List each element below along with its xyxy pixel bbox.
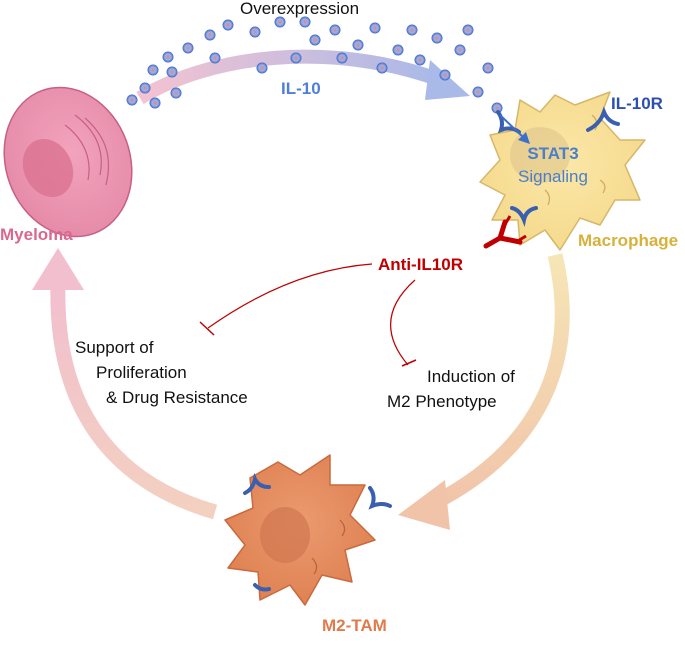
il10r-label: IL-10R bbox=[611, 94, 663, 113]
stat3-label: STAT3 bbox=[527, 144, 579, 163]
m2tam-receptor-icons bbox=[243, 472, 392, 592]
il10-label: IL-10 bbox=[281, 79, 321, 98]
right-arrow bbox=[398, 253, 570, 530]
macrophage-label: Macrophage bbox=[578, 231, 679, 250]
support-line-3: & Drug Resistance bbox=[106, 388, 248, 407]
top-arrow bbox=[136, 49, 470, 104]
anti-il10r-label: Anti-IL10R bbox=[378, 255, 463, 274]
m2tam-label: M2-TAM bbox=[322, 616, 387, 635]
stat3-arrow bbox=[499, 114, 530, 144]
signaling-label: Signaling bbox=[518, 167, 588, 186]
support-line-1: Support of bbox=[75, 338, 154, 357]
antibody-icon bbox=[483, 215, 527, 249]
inhibition-lines bbox=[199, 263, 417, 367]
myeloma-label: Myeloma bbox=[0, 225, 73, 244]
overexpression-label: Overexpression bbox=[240, 0, 360, 18]
m2tam-cell bbox=[224, 454, 376, 606]
il10-particles bbox=[126, 16, 503, 114]
left-arrow bbox=[32, 248, 218, 520]
induction-line-1: Induction of bbox=[427, 367, 515, 386]
induction-line-2: M2 Phenotype bbox=[387, 392, 497, 411]
support-line-2: Proliferation bbox=[96, 363, 187, 382]
myeloma-cell bbox=[3, 86, 133, 238]
macrophage-cell bbox=[479, 91, 646, 251]
